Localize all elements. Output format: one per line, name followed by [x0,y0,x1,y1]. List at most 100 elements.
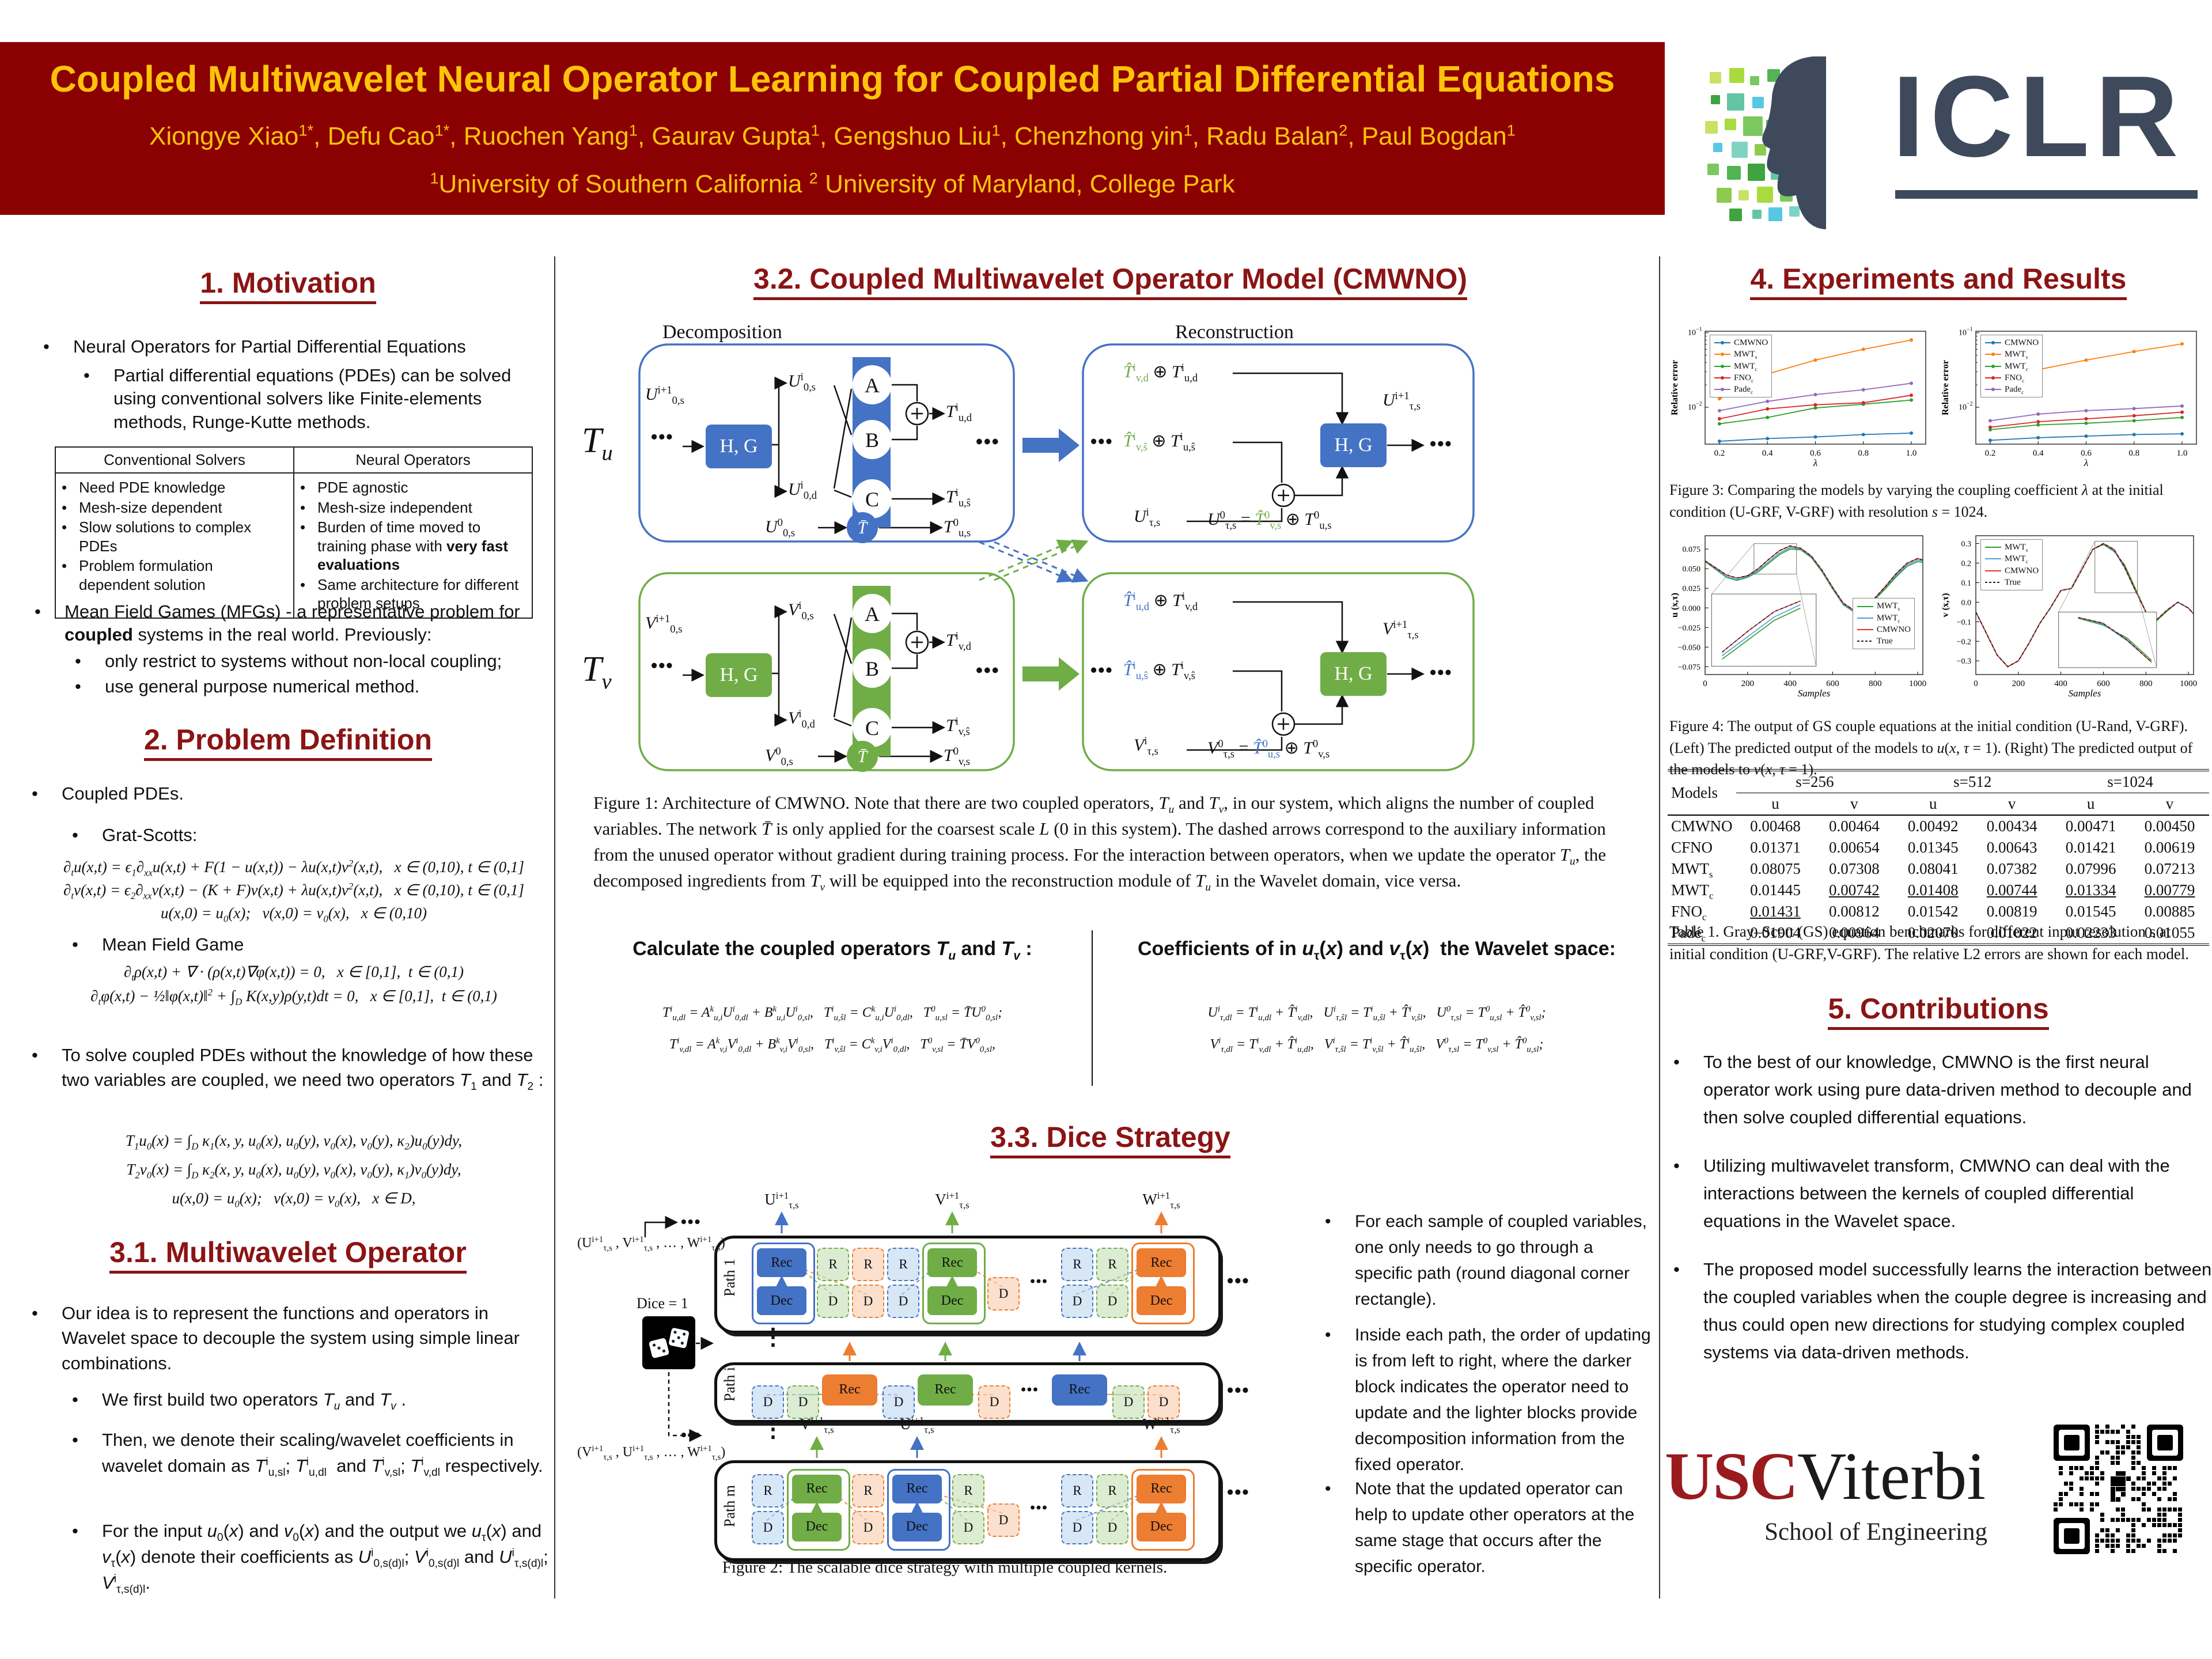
svg-text:1000: 1000 [2180,679,2197,688]
svg-text:A: A [865,374,880,397]
mfg-equation-2: ∂tφ(x,t) − ½‖φ(x,t)‖2 + ∫D K(x,y)ρ(y,t)d… [90,987,497,1007]
iclr-logo: ICLR [1665,0,2212,253]
v-out0-label: T0v,s [944,745,970,768]
header-band [0,42,1665,215]
legend-entry: CMWNO [1714,337,1768,349]
legend-entry: True [1985,577,2021,587]
u-recon-out: Ui+1τ,s [1382,390,1421,412]
list-item: •Problem formulation dependent solution [62,557,213,593]
u-input-label: Ui+10,s [645,384,684,407]
svg-text:u (x,τ): u (x,τ) [1670,593,1680,618]
fig2-input-bottom: (Vi+1τ,s , Ui+1τ,s , … , Wi+1τ,s) [577,1444,726,1462]
svg-text:Relative error: Relative error [1670,360,1680,415]
svg-text:−0.050: −0.050 [1678,643,1700,652]
d-block: D [752,1385,784,1419]
svg-text:600: 600 [2097,679,2110,688]
svg-text:0.1: 0.1 [1961,579,1972,588]
calc-eq-1: Tiu,dl = Aku,iUi0,dl + Bku,iUi0,sl, Tiu,… [662,1005,1003,1022]
legend-entry: Padec [1984,384,2039,396]
ellipsis: ••• [651,655,674,676]
d-block: D [787,1385,819,1419]
figure3-caption: Figure 3: Comparing the models by varyin… [1669,482,2164,520]
svg-text:0.2: 0.2 [1961,560,1972,569]
svg-text:0: 0 [1974,679,1978,688]
motivation-bullet-2: •Mean Field Games (MFGs) - a representat… [35,601,520,645]
v-recon-out: Vi+1τ,s [1382,619,1419,641]
col-header-neural: Neural Operators [293,446,533,474]
svg-text:0: 0 [1703,679,1707,688]
path-output-label: Ui+1τ,s [900,1415,934,1435]
svg-text:0.0: 0.0 [1961,599,1972,607]
u-out0-label: T0u,s [944,517,971,539]
ellipsis: ••• [1227,1270,1250,1291]
d-block: D [987,1503,1020,1537]
svg-text:10−1: 10−1 [1959,327,1973,338]
calc-coeff-divider [1092,930,1093,1086]
r-block: R [1061,1248,1093,1281]
hg-box-v-dec: H, G [706,653,772,697]
dice-label: Dice = 1 [637,1295,688,1312]
d-block: D [1061,1285,1093,1318]
coeff-eq-1: Uiτ,dl = Tiu,dl + T̂iv,dl, Uiτ,ŝl = Tiu,… [1207,1005,1546,1022]
ellipsis: ••• [681,1213,702,1230]
u-recon-top: T̂iv,d ⊕ Tiu,d [1123,362,1198,384]
svg-text:B: B [865,657,879,680]
contribution-3: •The proposed model successfully learns … [1673,1259,2212,1363]
svg-text:C: C [865,717,879,740]
mfg-bullet: •Mean Field Game [72,934,244,955]
r-block: R [1096,1474,1128,1508]
gs-equation-1: ∂tu(x,t) = ϵ1∂xxu(x,t) + F(1 − u(x,t)) −… [63,858,524,878]
svg-text:A: A [865,603,880,626]
r-block: R [952,1474,984,1508]
poster-authors: Xiongye Xiao1*, Defu Cao1*, Ruochen Yang… [149,121,1516,150]
svg-text:0.4: 0.4 [1762,449,1773,458]
v-outd-label: Tiv,d [946,630,971,653]
svg-text:1.0: 1.0 [1906,449,1917,458]
pair-block [922,1243,986,1324]
legend-entry: CMWNO [1857,624,1911,634]
svg-text:λ: λ [2084,457,2088,468]
vertical-dots: ⋮ [762,1416,785,1442]
calc-title: Calculate the coupled operators Tu and T… [632,938,1032,963]
rec-block: Rec [1137,1474,1186,1503]
poster-affiliation: 1University of Southern California 2 Uni… [430,169,1235,198]
pair-block [1131,1243,1195,1324]
dec-block: Dec [757,1286,806,1315]
section-1-title: 1. Motivation [29,266,547,304]
r-block: R [852,1474,884,1508]
v-outs-label: Tiv,ŝ [946,715,970,738]
ellipsis: ••• [681,1426,702,1444]
r-block: R [752,1474,784,1508]
vertical-dots: ⋮ [762,1324,785,1350]
d-block: D [987,1277,1020,1310]
pair-block [752,1243,815,1324]
legend-entry: MWTc [1714,361,1768,372]
svg-text:T̄: T̄ [858,518,869,537]
viterbi-wordmark: Viterbi [1797,1438,1986,1514]
divider-left [554,256,555,1599]
figure1-caption: Figure 1: Architecture of CMWNO. Note th… [593,793,1607,893]
dec-block: Dec [792,1512,842,1541]
list-item: •Same architecture for different problem… [300,575,519,612]
svg-text:400: 400 [2054,679,2067,688]
tv-operator-label: Tv [582,650,612,694]
coupled-pdes-bullet: •Coupled PDEs. [32,783,184,804]
rec-block: Rec [757,1248,806,1277]
legend-entry: Padec [1714,384,1768,396]
rec-block: Rec [822,1374,877,1406]
path-box [714,1460,1221,1561]
contribution-2: •Utilizing multiwavelet transform, CMWNO… [1673,1156,2170,1232]
svg-text:0.050: 0.050 [1683,565,1701,574]
v-d-label: Vi0,d [788,708,815,730]
svg-text:0.6: 0.6 [1810,449,1821,458]
svg-text:1.0: 1.0 [2177,449,2188,458]
dec-block: Dec [1137,1286,1186,1315]
svg-text:10−2: 10−2 [1959,401,1973,412]
section-4-title: 4. Experiments and Results [1665,262,2212,300]
rec-block: Rec [927,1248,977,1277]
